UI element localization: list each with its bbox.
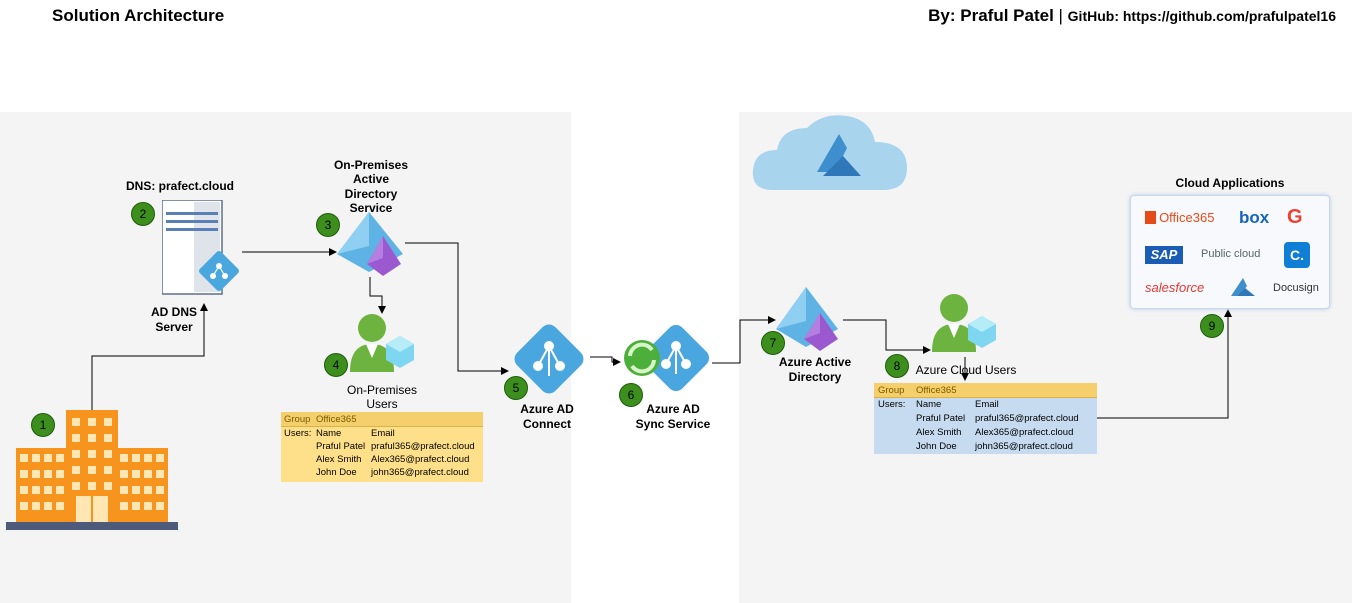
public-cloud-label: Public cloud bbox=[1201, 248, 1261, 260]
separator: | bbox=[1053, 6, 1068, 25]
table-users-label: Users: bbox=[284, 428, 312, 439]
office365-logo: Office365 bbox=[1145, 210, 1214, 225]
cloud-panel bbox=[739, 112, 1352, 603]
onprem-users-table: Group Office365 Users: Name Email Praful… bbox=[281, 412, 483, 482]
table-cell-name: Alex Smith bbox=[916, 427, 962, 438]
salesforce-logo: salesforce bbox=[1145, 280, 1205, 295]
table-group-value: Office365 bbox=[316, 414, 357, 425]
page-title: Solution Architecture bbox=[52, 6, 225, 25]
box-logo: box bbox=[1239, 208, 1270, 227]
ad-connect-label-2: Connect bbox=[523, 417, 571, 431]
table-col-name: Name bbox=[916, 399, 942, 410]
azure-cloud-icon bbox=[752, 115, 907, 190]
edge-azuread-users bbox=[843, 319, 931, 354]
table-cell-name: John Doe bbox=[916, 441, 957, 452]
sap-logo: SAP bbox=[1145, 246, 1183, 264]
step-badge-4: 4 bbox=[324, 353, 348, 377]
step-badge-5: 5 bbox=[504, 376, 528, 400]
cloud-user-icon bbox=[932, 294, 996, 352]
onprem-user-icon bbox=[350, 314, 414, 372]
table-cell-email: Alex365@prafect.cloud bbox=[371, 454, 470, 465]
office-building-icon bbox=[6, 410, 178, 530]
azure-ad-sync-icon bbox=[624, 324, 710, 392]
onprem-ad-label-2: Active bbox=[352, 172, 390, 186]
edge-ad-users bbox=[369, 277, 386, 314]
table-cell-email: praful365@prafect.cloud bbox=[371, 441, 475, 452]
step-badge-6: 6 bbox=[619, 383, 643, 407]
cloud-apps-panel: Office365 box G SAP Public cloud C. sale… bbox=[1130, 195, 1330, 309]
onprem-ad-label-4: Service bbox=[349, 201, 393, 215]
ad-connect-label-1: Azure AD bbox=[520, 402, 574, 416]
table-group-label: Group bbox=[284, 414, 311, 425]
azure-ad-label-1: Azure Active bbox=[778, 355, 852, 369]
table-cell-email: john365@prafect.cloud bbox=[371, 467, 469, 478]
azure-active-directory-icon bbox=[776, 287, 838, 351]
step-badge-2: 2 bbox=[131, 202, 155, 226]
dns-heading: DNS: prafect.cloud bbox=[125, 179, 234, 193]
edge-building-dns bbox=[91, 303, 208, 410]
edge-ad-connect bbox=[405, 242, 509, 375]
github-link[interactable]: GitHub: https://github.com/prafulpatel16 bbox=[1067, 8, 1336, 24]
ad-sync-label-2: Sync Service bbox=[635, 417, 711, 431]
c-app-logo: C. bbox=[1284, 242, 1310, 268]
office365-label: Office365 bbox=[1159, 210, 1215, 225]
azure-logo-icon bbox=[1231, 278, 1255, 296]
table-cell-name: Praful Patel bbox=[916, 413, 966, 424]
google-logo: G bbox=[1287, 206, 1303, 228]
onprem-ad-label-3: Directory bbox=[344, 187, 398, 201]
step-badge-1: 1 bbox=[31, 413, 55, 437]
edge-connect-sync bbox=[590, 356, 621, 366]
onprem-ad-label-1: On-Premises bbox=[333, 158, 409, 172]
step-badge-7: 7 bbox=[761, 331, 785, 355]
table-cell-name: Alex Smith bbox=[316, 454, 362, 465]
dns-server-label-1: AD DNS bbox=[150, 305, 197, 319]
table-col-name: Name bbox=[316, 428, 342, 439]
table-cell-name: John Doe bbox=[316, 467, 357, 478]
table-users-label: Users: bbox=[878, 399, 906, 410]
table-col-email: Email bbox=[371, 428, 395, 439]
azure-ad-connect-icon bbox=[514, 324, 584, 394]
author-label: By: Praful Patel bbox=[928, 6, 1054, 25]
ad-sync-label-1: Azure AD bbox=[646, 402, 700, 416]
cloud-users-table: Group Office365 Users: Name Email Praful… bbox=[874, 383, 1097, 454]
table-group-label: Group bbox=[878, 385, 905, 396]
azure-ad-label-2: Directory bbox=[788, 370, 842, 384]
table-group-value: Office365 bbox=[916, 385, 957, 396]
step-badge-8: 8 bbox=[885, 354, 909, 378]
cloud-users-label: Azure Cloud Users bbox=[915, 363, 1017, 377]
dns-server-label-2: Server bbox=[155, 320, 193, 334]
table-col-email: Email bbox=[975, 399, 999, 410]
cloud-apps-title: Cloud Applications bbox=[1175, 176, 1285, 190]
author-credit: By: Praful Patel | GitHub: https://githu… bbox=[928, 6, 1336, 26]
onprem-users-label-1: On-Premises bbox=[346, 383, 417, 397]
docusign-logo: Docusign bbox=[1273, 282, 1319, 294]
onprem-users-label-2: Users bbox=[366, 397, 398, 411]
active-directory-icon bbox=[337, 212, 403, 276]
table-cell-name: Praful Patel bbox=[316, 441, 366, 452]
step-badge-9: 9 bbox=[1200, 314, 1224, 338]
edge-table-apps bbox=[1097, 309, 1232, 419]
edge-sync-azuread bbox=[712, 316, 776, 364]
dns-server-icon bbox=[162, 200, 239, 295]
table-cell-email: john365@prafect.cloud bbox=[975, 441, 1073, 452]
table-cell-email: praful365@prafect.cloud bbox=[975, 413, 1079, 424]
table-cell-email: Alex365@prafect.cloud bbox=[975, 427, 1074, 438]
step-badge-3: 3 bbox=[316, 213, 340, 237]
